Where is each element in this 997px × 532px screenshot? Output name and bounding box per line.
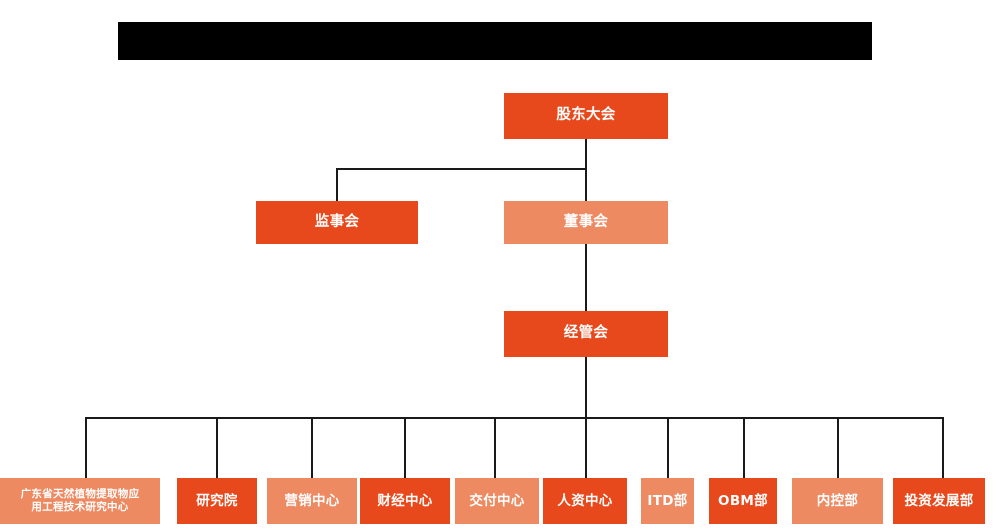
connector-drop-obm <box>743 417 745 478</box>
node-itd-label: ITD部 <box>647 492 688 509</box>
connector-drop-hr <box>585 417 587 478</box>
node-management-label: 经管会 <box>563 325 609 342</box>
node-hr[interactable]: 人资中心 <box>543 478 627 524</box>
node-directors-label: 董事会 <box>563 213 609 230</box>
node-supervisors[interactable]: 监事会 <box>256 201 418 244</box>
connector-drop-internal-control <box>837 417 839 478</box>
node-investment-label: 投资发展部 <box>904 492 974 509</box>
connector-drop-research-center <box>85 417 87 478</box>
node-finance-label: 财经中心 <box>377 492 433 509</box>
connector-to-supervisors <box>336 168 338 201</box>
node-marketing[interactable]: 营销中心 <box>267 478 357 524</box>
connector-management-to-bus <box>585 357 587 419</box>
node-shareholders-label: 股东大会 <box>556 107 616 124</box>
node-research-center-label: 广东省天然植物提取物应 用工程技术研究中心 <box>20 488 140 513</box>
node-marketing-label: 营销中心 <box>284 492 340 509</box>
connector-shareholders-down <box>585 139 587 170</box>
connector-drop-investment <box>942 417 944 478</box>
node-institute[interactable]: 研究院 <box>177 478 257 524</box>
connector-drop-delivery <box>494 417 496 478</box>
node-institute-label: 研究院 <box>196 492 238 509</box>
connector-drop-itd <box>667 417 669 478</box>
node-directors[interactable]: 董事会 <box>504 201 668 244</box>
node-supervisors-label: 监事会 <box>314 213 360 230</box>
node-delivery[interactable]: 交付中心 <box>455 478 539 524</box>
connector-to-directors <box>585 168 587 201</box>
node-internal-control[interactable]: 内控部 <box>792 478 883 524</box>
node-management[interactable]: 经管会 <box>504 311 668 357</box>
node-itd[interactable]: ITD部 <box>641 478 694 524</box>
node-internal-control-label: 内控部 <box>816 492 859 509</box>
redacted-title-bar <box>118 22 872 60</box>
node-finance[interactable]: 财经中心 <box>360 478 450 524</box>
node-investment[interactable]: 投资发展部 <box>893 478 985 524</box>
node-delivery-label: 交付中心 <box>469 492 525 509</box>
connector-drop-marketing <box>311 417 313 478</box>
connector-drop-finance <box>404 417 406 478</box>
node-obm[interactable]: OBM部 <box>709 478 777 524</box>
node-shareholders[interactable]: 股东大会 <box>504 93 668 139</box>
connector-level1-bus <box>336 168 587 170</box>
connector-drop-institute <box>216 417 218 478</box>
node-hr-label: 人资中心 <box>557 492 613 509</box>
node-obm-label: OBM部 <box>718 492 768 509</box>
connector-directors-to-management <box>585 243 587 311</box>
connector-bottom-bus <box>85 417 944 419</box>
node-research-center[interactable]: 广东省天然植物提取物应 用工程技术研究中心 <box>0 478 160 524</box>
